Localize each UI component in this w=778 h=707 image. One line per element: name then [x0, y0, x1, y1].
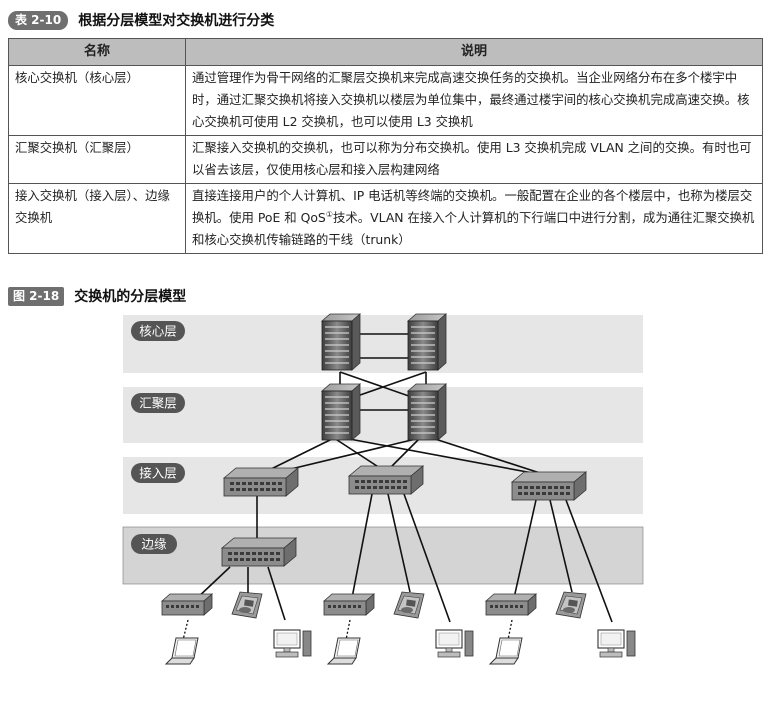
- svg-text:接入层: 接入层: [139, 466, 177, 481]
- laptop-icon: [165, 637, 199, 665]
- edge-switch-icon: [221, 537, 297, 567]
- desktop-pc-icon: [435, 629, 474, 658]
- svg-text:汇聚层: 汇聚层: [139, 396, 177, 411]
- core-switch-left-icon: [321, 313, 361, 371]
- small-switch-icon: [161, 593, 213, 616]
- distribution-switch-right-icon: [407, 383, 447, 441]
- laptop-icon: [489, 637, 523, 665]
- row-desc-access: 直接连接用户的个人计算机、IP 电话机等终端的交换机。一般配置在企业的各个楼层中…: [185, 183, 763, 254]
- layer-label-access: 接入层: [131, 463, 185, 483]
- figure-caption: 图 2-18 交换机的分层模型: [8, 286, 186, 306]
- table-caption: 表 2-10 根据分层模型对交换机进行分类: [8, 10, 274, 30]
- figure-title: 交换机的分层模型: [74, 289, 187, 305]
- ip-phone-icon: [231, 591, 263, 619]
- switch-classification-table: 名称 说明 核心交换机（核心层） 通过管理作为骨干网络的汇聚层交换机来完成高速交…: [8, 38, 763, 254]
- table-row: 接入交换机（接入层）、边缘交换机 直接连接用户的个人计算机、IP 电话机等终端的…: [8, 183, 763, 254]
- row-name-access: 接入交换机（接入层）、边缘交换机: [8, 183, 186, 254]
- row-name-core: 核心交换机（核心层）: [8, 65, 186, 136]
- footnote-marker: ①: [325, 209, 333, 219]
- column-header-name: 名称: [8, 38, 186, 66]
- small-switch-icon: [485, 593, 537, 616]
- device-links: [182, 619, 513, 641]
- layer-label-core: 核心层: [131, 321, 185, 341]
- svg-text:核心层: 核心层: [139, 324, 177, 339]
- row-desc-core: 通过管理作为骨干网络的汇聚层交换机来完成高速交换任务的交换机。当企业网络分布在多…: [185, 65, 763, 136]
- laptop-icon: [327, 637, 361, 665]
- column-header-description: 说明: [185, 38, 763, 66]
- layer-label-edge: 边缘: [131, 534, 177, 554]
- table-row: 汇聚交换机（汇聚层） 汇聚接入交换机的交换机，也可以称为分布交换机。使用 L3 …: [8, 135, 763, 184]
- layer-label-distribution: 汇聚层: [131, 393, 185, 413]
- access-switch-right-icon: [511, 471, 587, 501]
- ip-phone-icon: [555, 591, 587, 619]
- table-row: 核心交换机（核心层） 通过管理作为骨干网络的汇聚层交换机来完成高速交换任务的交换…: [8, 65, 763, 136]
- access-switch-middle-icon: [348, 465, 424, 495]
- distribution-switch-left-icon: [321, 383, 361, 441]
- table-number-badge: 表 2-10: [8, 10, 69, 30]
- desc-access-part2: 技术。VLAN 在接入个人计算机的下行端口中进行分割，成为通往汇聚交换机和核心交…: [192, 210, 755, 247]
- desktop-pc-icon: [273, 629, 312, 658]
- core-switch-right-icon: [407, 313, 447, 371]
- desktop-pc-icon: [597, 629, 636, 658]
- row-desc-distribution: 汇聚接入交换机的交换机，也可以称为分布交换机。使用 L3 交换机完成 VLAN …: [185, 135, 763, 184]
- small-switch-icon: [323, 593, 375, 616]
- distribution-layer-band: [123, 387, 643, 443]
- trunk-links: [194, 333, 613, 623]
- table-title: 根据分层模型对交换机进行分类: [78, 13, 275, 29]
- desc-access-part1: 直接连接用户的个人计算机、IP 电话机等终端的交换机。一般配置在企业的各个楼层中…: [192, 188, 753, 225]
- ip-phone-icon: [393, 591, 425, 619]
- core-layer-band: [123, 315, 643, 373]
- figure-number-badge: 图 2-18: [8, 286, 65, 306]
- svg-text:边缘: 边缘: [141, 537, 167, 552]
- edge-layer-band: [122, 526, 644, 585]
- table-header-row: 名称 说明: [8, 38, 763, 66]
- access-switch-left-icon: [223, 467, 299, 497]
